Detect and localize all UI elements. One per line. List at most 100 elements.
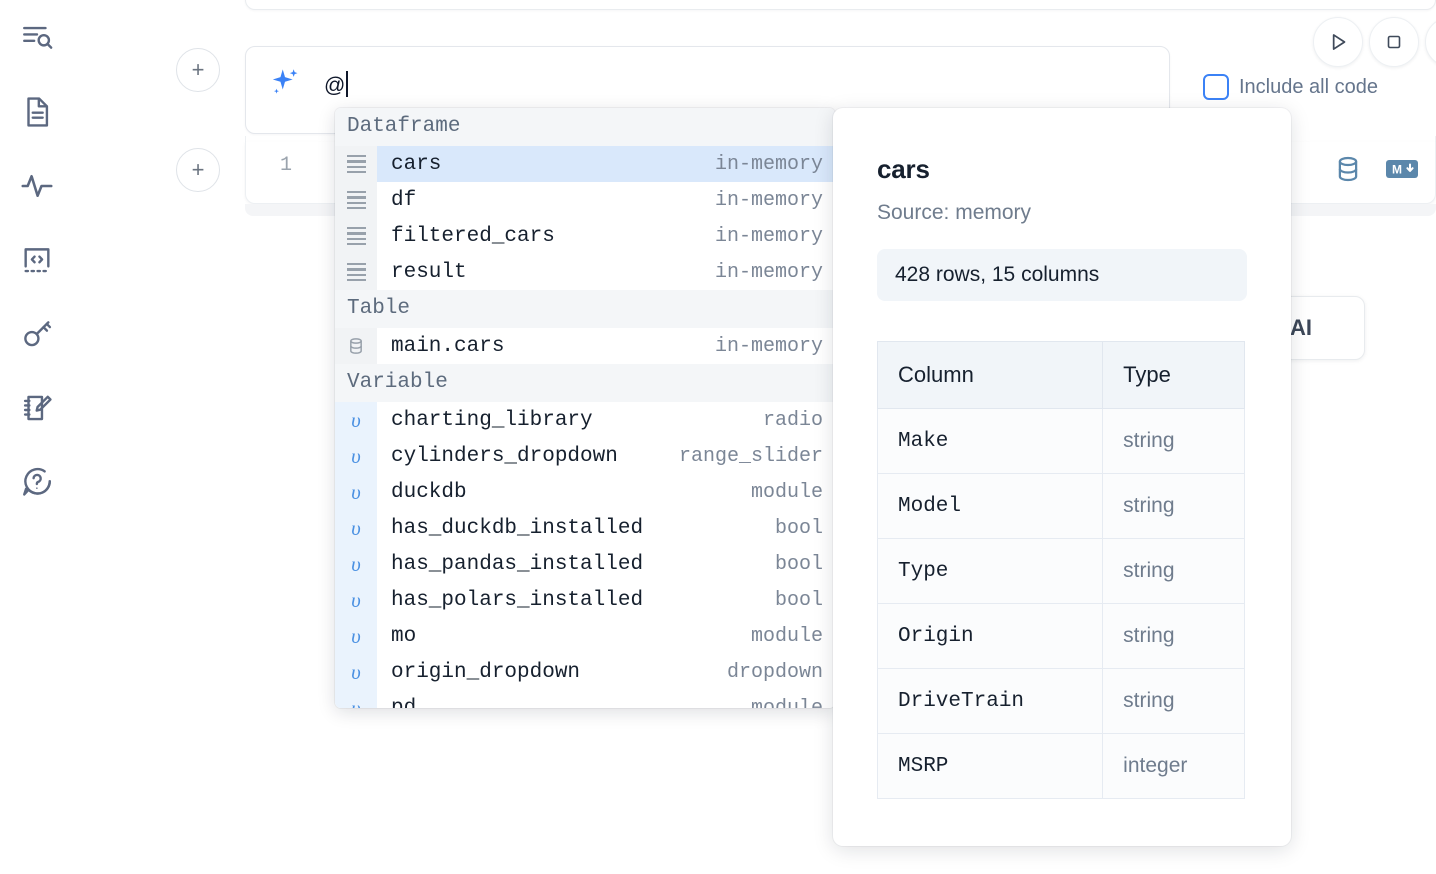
autocomplete-item-meta: in-memory [714,224,823,248]
autocomplete-item-icon: υ [335,582,377,618]
autocomplete-item-icon: υ [335,690,377,708]
autocomplete-group-header: Dataframe [335,108,835,146]
autocomplete-item-name: has_duckdb_installed [391,516,644,540]
database-icon[interactable] [1333,154,1363,189]
docs-title: cars [877,154,930,184]
autocomplete-item-name: pd [391,696,417,709]
autocomplete-item-icon: υ [335,402,377,438]
schema-column-type: string [1102,603,1245,669]
variable-icon: υ [351,407,361,432]
dataframe-icon [346,262,366,282]
left-icon-rail [0,0,74,874]
run-button[interactable] [1313,17,1363,67]
autocomplete-item-icon [335,218,377,254]
autocomplete-item[interactable]: filtered_cars in-memory [335,218,835,254]
autocomplete-item-name: cars [391,152,442,176]
include-all-code-checkbox[interactable] [1203,74,1229,100]
secrets-key-icon[interactable] [17,314,57,354]
variable-icon: υ [351,659,361,684]
include-all-code-row[interactable]: Include all code [1203,74,1378,100]
schema-column-name: Type [876,538,1104,604]
autocomplete-item-name: result [391,260,467,284]
autocomplete-item-name: origin_dropdown [391,660,581,684]
autocomplete-item[interactable]: cars in-memory [335,146,835,182]
variable-icon: υ [351,551,361,576]
explore-icon[interactable] [17,18,57,58]
autocomplete-item[interactable]: υ charting_library radio [335,402,835,438]
schema-column-type: integer [1102,733,1245,799]
add-cell-button-bottom[interactable]: + [176,148,220,192]
autocomplete-item-name: main.cars [391,334,505,358]
variable-icon: υ [351,695,361,709]
docs-source: Source: memory [877,201,1032,224]
autocomplete-item-icon: υ [335,438,377,474]
autocomplete-item-meta: in-memory [714,152,823,176]
line-number: 1 [279,154,292,177]
activity-icon[interactable] [17,166,57,206]
variable-icon: υ [351,479,361,504]
scratchpad-icon[interactable] [17,388,57,428]
autocomplete-item[interactable]: df in-memory [335,182,835,218]
cell-icon-group: M [1333,154,1419,189]
dataframe-info-panel: cars Source: memory 428 rows, 15 columns… [833,108,1291,846]
autocomplete-item-name: has_polars_installed [391,588,644,612]
autocomplete-item-meta: in-memory [714,188,823,212]
add-cell-button-top[interactable]: + [176,48,220,92]
autocomplete-group-header: Variable [335,364,835,402]
autocomplete-item-icon: υ [335,654,377,690]
autocomplete-item-icon [335,146,377,182]
schema-column-type: string [1102,408,1245,474]
schema-column-name: MSRP [876,733,1104,799]
schema-table-header-cell: Column [876,341,1104,409]
autocomplete-item-meta: radio [762,408,823,432]
dataframe-icon [346,154,366,174]
more-actions-button[interactable] [1425,17,1436,67]
ai-prompt-value: @ [324,74,346,97]
autocomplete-item-name: charting_library [391,408,593,432]
autocomplete-item-name: df [391,188,417,212]
schema-table-header-cell: Type [1102,341,1245,409]
autocomplete-item-icon: υ [335,618,377,654]
schema-column-name: Origin [876,603,1104,669]
schema-column-type: string [1102,668,1245,734]
autocomplete-item[interactable]: result in-memory [335,254,835,290]
notebook-icon[interactable] [17,92,57,132]
ai-prompt-input[interactable]: @ [324,69,1153,109]
autocomplete-item[interactable]: main.cars in-memory [335,328,835,364]
dataframe-icon [346,190,366,210]
autocomplete-item-name: filtered_cars [391,224,555,248]
autocomplete-group-header: Table [335,290,835,328]
autocomplete-item-name: duckdb [391,480,467,504]
stop-button[interactable] [1369,17,1419,67]
autocomplete-item-icon [335,254,377,290]
autocomplete-item-icon [335,328,377,364]
help-icon[interactable] [17,462,57,502]
autocomplete-item-meta: in-memory [714,334,823,358]
snippets-icon[interactable] [17,240,57,280]
schema-column-type: string [1102,473,1245,539]
autocomplete-item-meta: dropdown [726,660,823,684]
markdown-icon[interactable]: M [1385,157,1419,186]
autocomplete-item[interactable]: υ origin_dropdown dropdown [335,654,835,690]
autocomplete-item-meta: in-memory [714,260,823,284]
docs-stats-badge: 428 rows, 15 columns [877,249,1247,301]
plus-icon: + [191,157,205,182]
sparkles-icon [268,65,302,99]
include-all-code-label: Include all code [1239,75,1378,98]
plus-icon: + [191,57,205,82]
autocomplete-item-meta: bool [774,516,823,540]
table-icon [350,338,362,354]
